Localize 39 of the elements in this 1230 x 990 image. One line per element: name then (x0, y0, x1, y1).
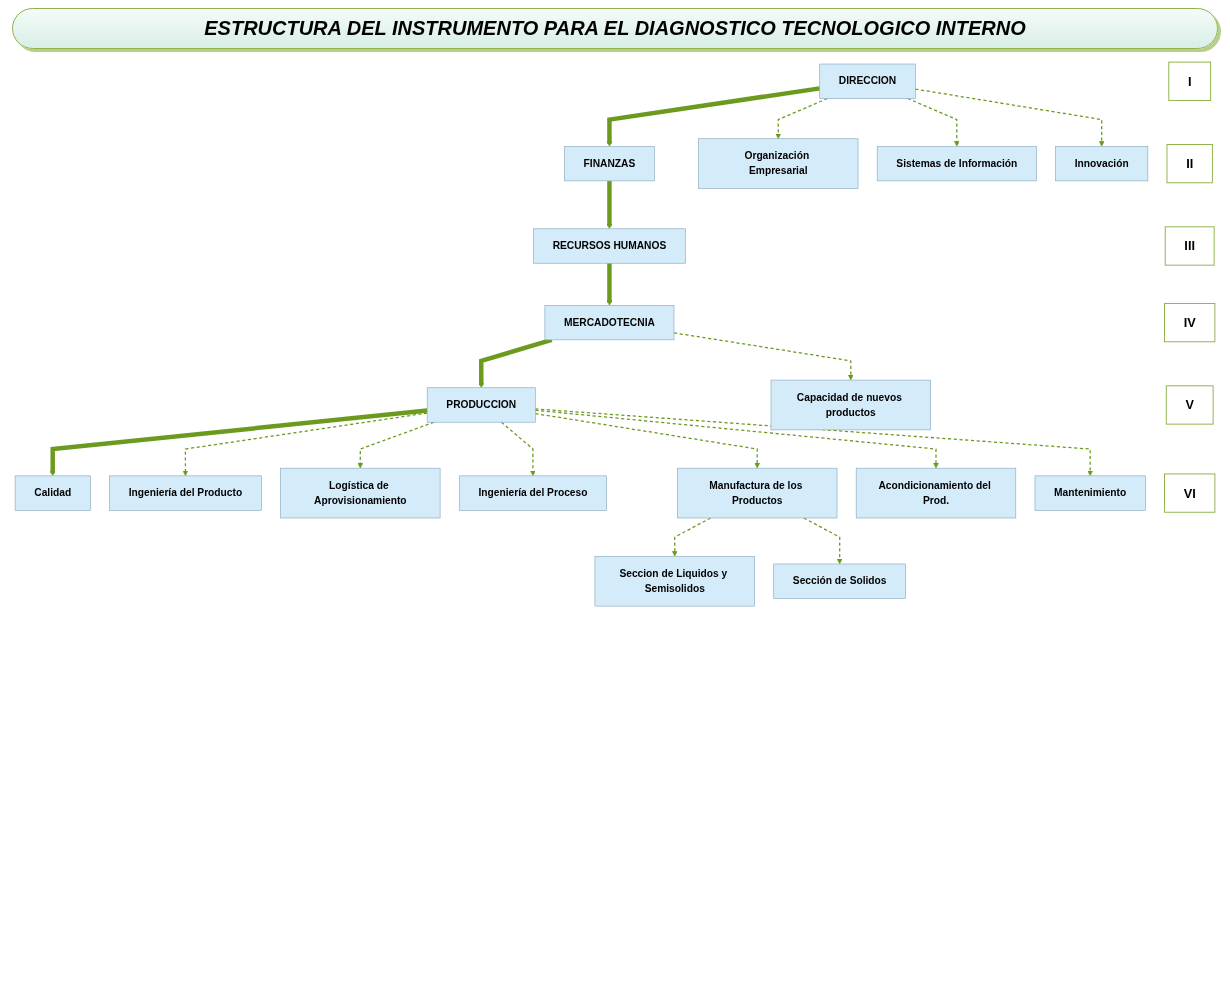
arrow (500, 421, 536, 477)
node-box: IV (1164, 302, 1216, 343)
title-banner: ESTRUCTURA DEL INSTRUMENTO PARA EL DIAGNOSTICO TECNOLOGICO INTERNO (12, 8, 1218, 49)
node-box: Ingeniería del Producto (109, 475, 262, 511)
node-box: Ingeniería del Proceso (458, 475, 607, 511)
node-box: PRODUCCION (426, 387, 536, 423)
node-box: Sistemas de Información (876, 146, 1037, 182)
node-box: RECURSOS HUMANOS (533, 228, 686, 264)
node-box: Calidad (14, 475, 91, 511)
arrow (775, 97, 828, 139)
node-box: MERCADOTECNIA (544, 305, 675, 341)
arrow (534, 412, 760, 469)
arrow (534, 408, 1093, 477)
node-box: Sección de Solidos (773, 563, 906, 599)
node-box: Manufactura de los Productos (677, 467, 838, 519)
node-box: Mantenimiento (1034, 475, 1146, 511)
node-box: VI (1164, 473, 1216, 513)
arrow (49, 408, 428, 477)
node-box: FINANZAS (564, 146, 655, 182)
arrow (182, 412, 428, 477)
arrow (907, 97, 960, 147)
node-box: Organización Empresarial (698, 138, 859, 189)
node-box: Logística de Aprovisionamiento (280, 467, 441, 519)
arrow (606, 86, 821, 147)
node-box: III (1164, 226, 1215, 266)
node-box: Acondicionamiento del Prod. (855, 467, 1017, 519)
arrow (673, 332, 854, 381)
arrow (606, 263, 613, 306)
arrow (606, 180, 613, 229)
arrow (534, 409, 939, 469)
node-box: DIRECCION (819, 63, 916, 99)
arrow (914, 88, 1105, 147)
arrow (478, 337, 553, 388)
node-box: V (1165, 385, 1214, 425)
node-box: II (1166, 144, 1213, 184)
node-box: Innovación (1055, 146, 1149, 182)
node-box: I (1168, 61, 1212, 101)
node-box: Seccion de Liquidos y Semisolidos (594, 556, 755, 607)
node-box: Capacidad de nuevos productos (770, 379, 931, 431)
